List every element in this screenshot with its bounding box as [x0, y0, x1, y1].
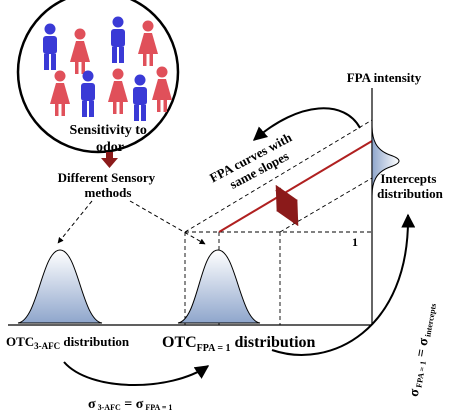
eq-bottom: σ 3-AFC = σ FPA = 1: [88, 397, 172, 412]
slope-offset-arrow: [275, 184, 299, 227]
tick-label-one: 1: [352, 235, 358, 249]
otc-fpa-label: OTCFPA = 1 distribution: [162, 334, 316, 354]
male-person-icon: [111, 16, 125, 63]
intercepts-distribution: [371, 124, 400, 197]
otc-afc-label: OTC3-AFC distribution: [6, 334, 130, 351]
male-person-icon: [133, 74, 147, 121]
curved-arrow-right: [271, 213, 416, 356]
female-person-icon: [108, 68, 128, 114]
female-person-icon: [70, 28, 90, 74]
female-person-icon: [138, 20, 158, 66]
dashed-arrow-left: [57, 200, 93, 244]
population-people: [43, 16, 172, 121]
circle-caption: Sensitivity to odor: [70, 123, 151, 155]
female-person-icon: [50, 70, 70, 116]
fpa-axis-label: FPA intensity: [347, 70, 422, 85]
otc-fpa-distribution: [177, 249, 261, 324]
intercepts-label: Intercepts distribution: [377, 171, 444, 201]
female-person-icon: [152, 66, 172, 112]
down-arrow-icon: [101, 152, 118, 168]
methods-label: Different Sensory methods: [58, 170, 159, 200]
dashed-arrow-right: [129, 200, 206, 245]
curved-arrow-top: [252, 107, 361, 141]
curved-arrow-bottom: [63, 361, 210, 386]
male-person-icon: [81, 70, 95, 117]
male-person-icon: [43, 23, 57, 70]
otc-afc-distribution: [17, 249, 103, 324]
eq-right: σ FPA = 1 = σ intercepts: [407, 302, 438, 398]
